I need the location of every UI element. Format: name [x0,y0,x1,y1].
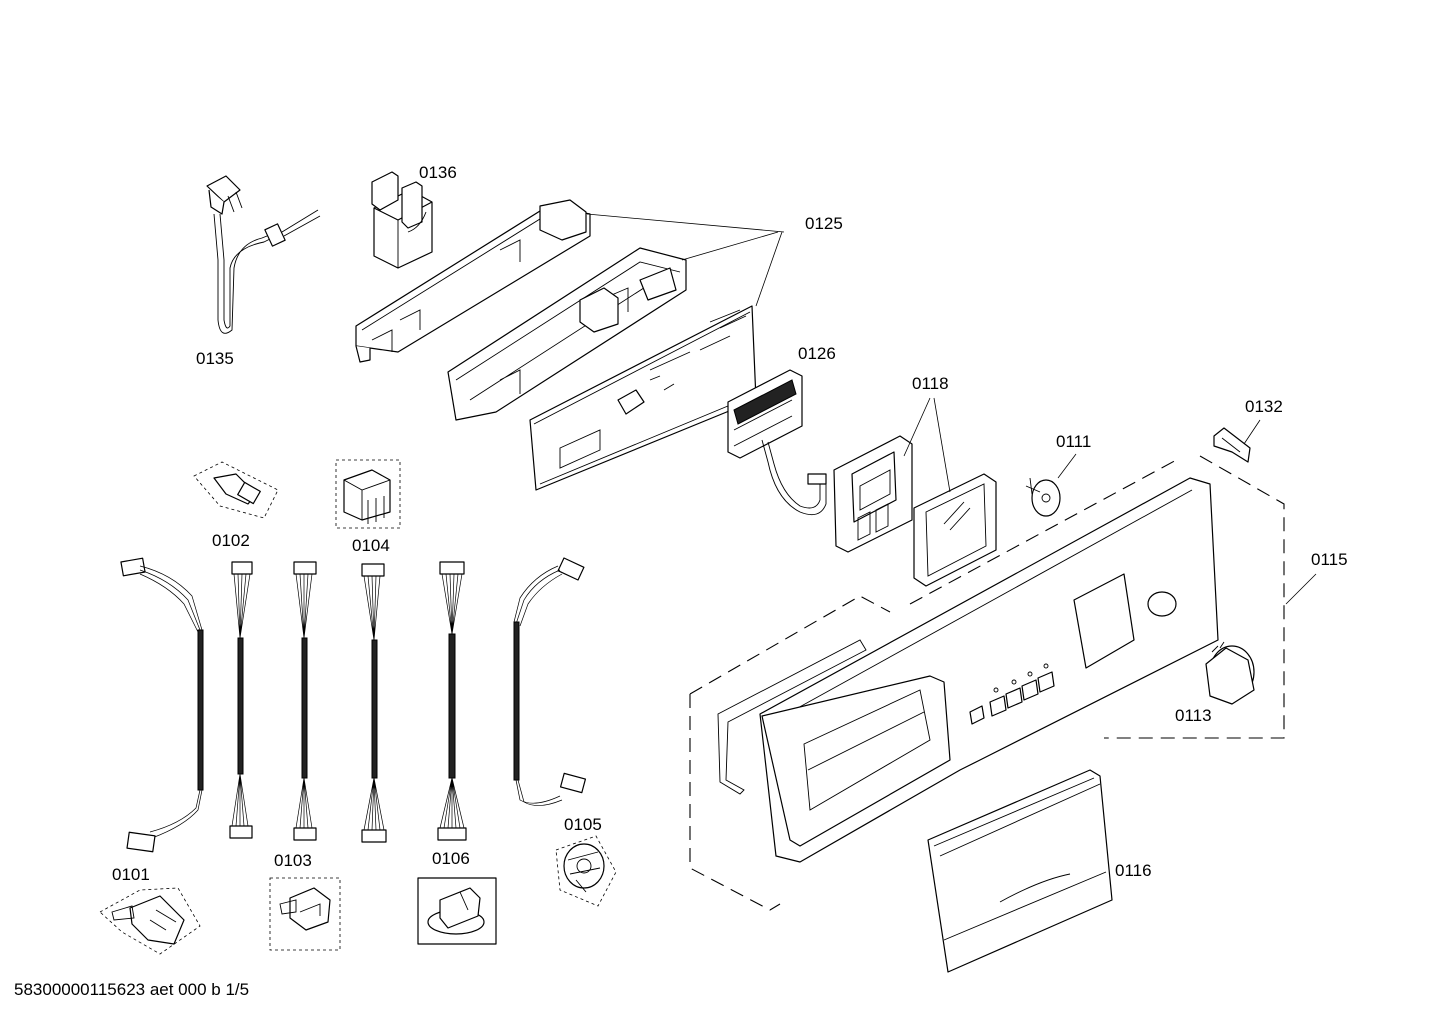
switch-part-0103 [269,877,341,951]
cable-harness-2 [229,561,253,839]
label-0136: 0136 [419,163,457,182]
panel-seal-part [717,639,867,795]
program-selector-part-0105 [555,835,617,907]
display-frame-part [833,435,913,553]
program-buttons [969,663,1055,725]
cable-harness-3 [293,561,317,841]
label-0106: 0106 [432,849,470,868]
label-0118: 0118 [912,374,949,393]
label-0132: 0132 [1245,397,1283,416]
document-id: 58300000115623 aet 000 b 1/5 [14,980,250,999]
encoder-part-0106 [417,877,497,945]
display-window-part [913,473,997,587]
mounting-bracket-part [1213,427,1251,463]
cable-harness-right [513,557,587,806]
program-knob-part [1205,641,1255,705]
cable-harness-5 [437,561,467,841]
power-cord-part [206,175,321,334]
label-0115: 0115 [1311,550,1348,569]
label-0103: 0103 [274,851,312,870]
connector-part-0102 [193,461,279,519]
label-0113: 0113 [1175,706,1212,725]
label-0102: 0102 [212,531,250,550]
label-0116: 0116 [1115,861,1152,880]
cable-harness-4 [361,563,387,843]
pressure-switch-part-0101 [99,887,201,955]
label-0105: 0105 [564,815,602,834]
label-0104: 0104 [352,536,390,555]
knob-shaft-part [1025,477,1061,517]
label-0135: 0135 [196,349,234,368]
control-module-rail-upper [355,199,591,363]
relay-part-0104 [335,459,401,529]
interference-suppressor-part [371,171,433,269]
label-0111: 0111 [1056,432,1091,451]
label-0125: 0125 [805,214,843,233]
label-0126: 0126 [798,344,836,363]
control-module-rail-middle [447,247,687,421]
control-panel-part [759,477,1219,863]
cable-harness-left [120,557,204,853]
label-0101: 0101 [112,865,150,884]
dispenser-drawer-panel-part [927,769,1113,973]
display-module-part [727,369,827,516]
